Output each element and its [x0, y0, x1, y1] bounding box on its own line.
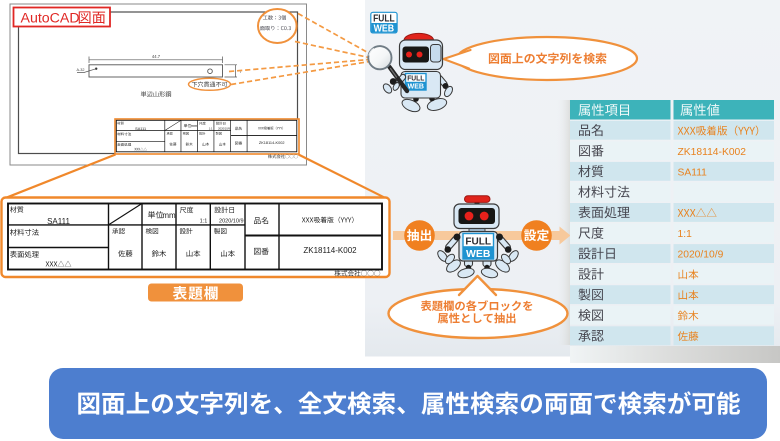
- svg-text:WEB: WEB: [408, 84, 424, 91]
- svg-text:44.7: 44.7: [152, 54, 161, 59]
- svg-text:WEB: WEB: [374, 23, 395, 34]
- svg-text:ZK18114-K002: ZK18114-K002: [678, 147, 747, 158]
- svg-text:WEB: WEB: [466, 248, 491, 260]
- svg-text:FULL: FULL: [407, 76, 425, 83]
- svg-text:2020/10/9: 2020/10/9: [678, 250, 724, 261]
- svg-text:SA111: SA111: [678, 168, 708, 179]
- svg-text:FULL: FULL: [465, 236, 491, 248]
- svg-text:A-32: A-32: [77, 68, 85, 72]
- svg-text:7: 7: [240, 69, 243, 74]
- svg-text:AutoCAD: AutoCAD: [21, 11, 80, 27]
- svg-text:1:1: 1:1: [678, 229, 693, 240]
- svg-text:FULL: FULL: [373, 13, 395, 24]
